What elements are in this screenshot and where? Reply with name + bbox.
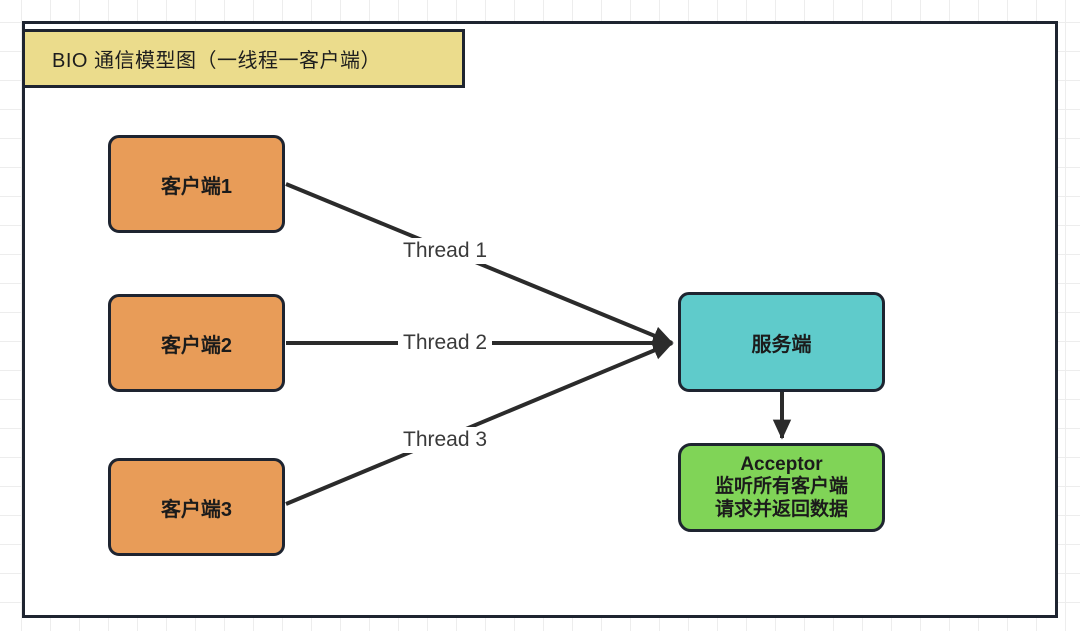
connector-label-thread-2: Thread 2 bbox=[398, 330, 493, 356]
node-server-label: 服务端 bbox=[751, 333, 812, 356]
diagram-title-text: BIO 通信模型图（一线程一客户端） bbox=[52, 50, 382, 72]
node-client-3[interactable]: 客户端3 bbox=[108, 458, 285, 556]
connector-label-thread-3: Thread 3 bbox=[398, 427, 493, 453]
node-acceptor-line-3: 请求并返回数据 bbox=[714, 498, 848, 520]
node-client-3-label: 客户端3 bbox=[160, 498, 233, 521]
node-acceptor[interactable]: Acceptor 监听所有客户端 请求并返回数据 bbox=[678, 443, 885, 532]
node-client-1[interactable]: 客户端1 bbox=[108, 135, 285, 233]
node-server[interactable]: 服务端 bbox=[678, 292, 885, 392]
connector-label-thread-1: Thread 1 bbox=[398, 238, 493, 264]
diagram-title: BIO 通信模型图（一线程一客户端） bbox=[22, 29, 465, 88]
node-client-1-label: 客户端1 bbox=[160, 175, 233, 198]
node-acceptor-line-2: 监听所有客户端 bbox=[714, 476, 848, 498]
node-client-2[interactable]: 客户端2 bbox=[108, 294, 285, 392]
node-client-2-label: 客户端2 bbox=[160, 334, 233, 357]
node-acceptor-line-1: Acceptor bbox=[740, 453, 823, 475]
